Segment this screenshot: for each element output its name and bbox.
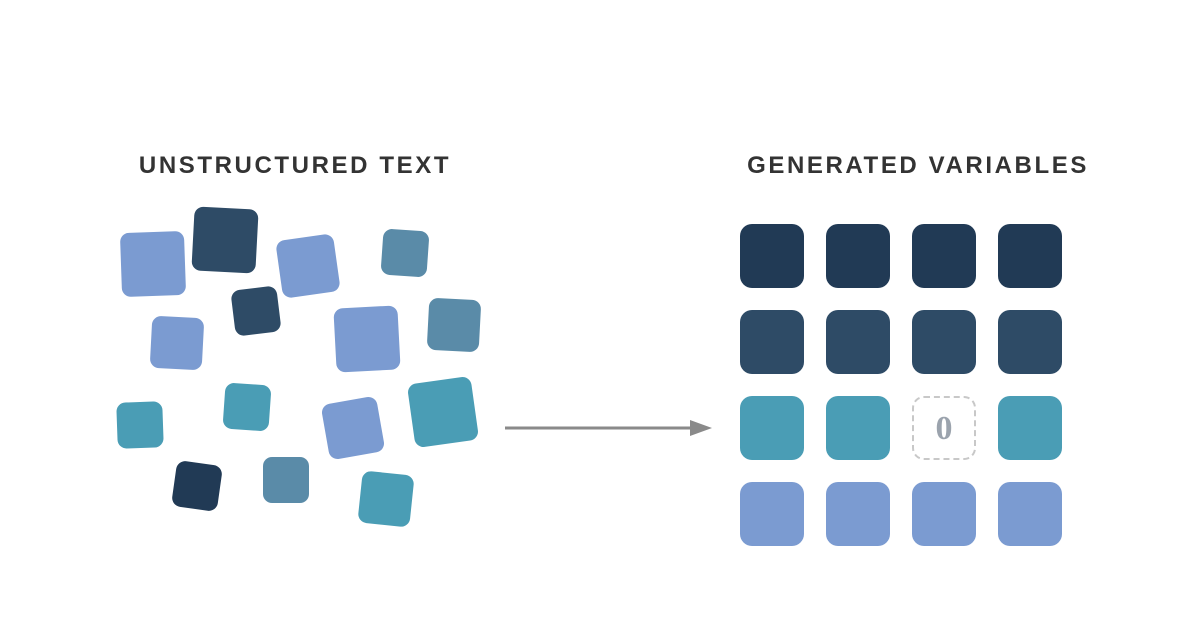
scatter-tile [275,233,341,299]
variable-cell [912,310,976,374]
variable-cell [826,224,890,288]
scatter-tile [333,305,401,373]
scatter-tile [426,297,482,353]
variable-cell [740,396,804,460]
scatter-tile [222,382,272,432]
variable-cell [912,224,976,288]
variable-cell [998,224,1062,288]
variable-cell [740,482,804,546]
variable-cell [826,310,890,374]
variable-cell [998,482,1062,546]
scatter-tile [116,401,164,449]
scatter-tile [230,285,282,337]
variable-cell [998,310,1062,374]
variable-cell [740,224,804,288]
scatter-tile [171,460,223,512]
scatter-tile [320,395,386,461]
scatter-tile [380,228,430,278]
variable-cell [740,310,804,374]
generated-variables-heading: GENERATED VARIABLES [747,152,1089,179]
scatter-tile [357,470,415,528]
scatter-tile [263,457,309,503]
unstructured-text-heading: UNSTRUCTURED TEXT [138,152,452,179]
variable-cell [998,396,1062,460]
scatter-tile [191,206,259,274]
scatter-tile [119,230,187,298]
variable-cell [912,482,976,546]
variable-cell [826,482,890,546]
scatter-tile [149,315,205,371]
empty-variable-cell: 0 [912,396,976,460]
scatter-tile [406,375,480,449]
empty-variable-label: 0 [935,410,953,447]
variable-cell [826,396,890,460]
arrow-right-icon [505,420,712,436]
